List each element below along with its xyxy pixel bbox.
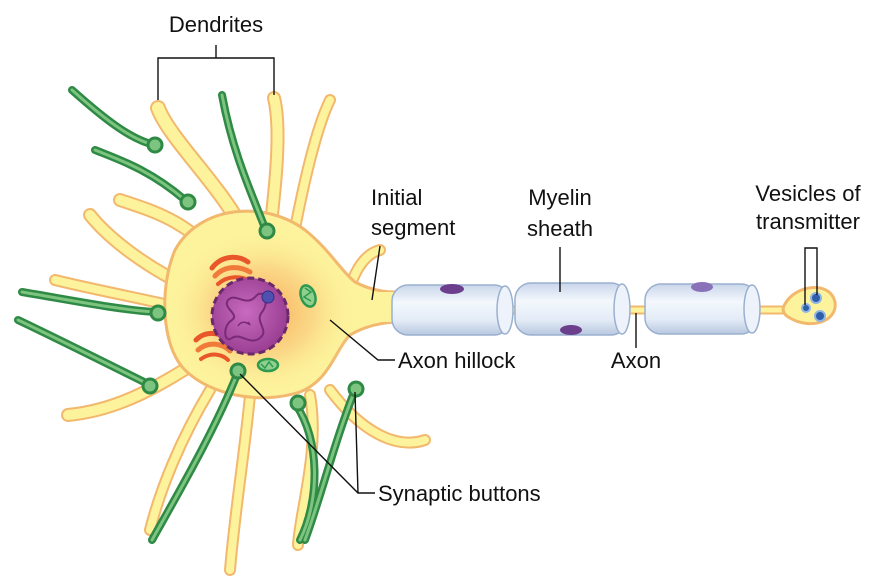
label-synaptic-buttons: Synaptic buttons bbox=[378, 481, 541, 506]
label-vesicles-2: transmitter bbox=[756, 209, 860, 234]
synaptic-knob-3 bbox=[260, 224, 274, 238]
schwann-nucleus-1 bbox=[440, 284, 464, 294]
label-axon-hillock: Axon hillock bbox=[398, 348, 516, 373]
synaptic-knob-4 bbox=[151, 306, 165, 320]
myelin-segment-2 bbox=[515, 283, 630, 335]
synaptic-knob-7 bbox=[291, 396, 305, 410]
label-initial-segment-1: Initial bbox=[371, 185, 422, 210]
myelin-segment-1 bbox=[392, 284, 513, 335]
schwann-nucleus-3 bbox=[691, 282, 713, 292]
dendrites-bracket bbox=[158, 45, 274, 100]
label-myelin-2: sheath bbox=[527, 216, 593, 241]
schwann-nucleus-2 bbox=[560, 325, 582, 335]
label-vesicles-1: Vesicles of bbox=[755, 181, 861, 206]
synaptic-knob-5 bbox=[143, 379, 157, 393]
myelin-segment-3 bbox=[645, 282, 760, 334]
nucleolus bbox=[262, 291, 274, 303]
mitochondrion-lower bbox=[258, 359, 278, 371]
synaptic-knob-8 bbox=[349, 382, 363, 396]
axon-terminal bbox=[783, 288, 835, 324]
synaptic-knob-2 bbox=[181, 195, 195, 209]
label-dendrites: Dendrites bbox=[169, 12, 263, 37]
label-myelin-1: Myelin bbox=[528, 185, 592, 210]
axon bbox=[380, 282, 835, 335]
vesicle-3 bbox=[815, 311, 825, 321]
vesicle-2 bbox=[811, 293, 821, 303]
synaptic-knob-6 bbox=[231, 364, 245, 378]
label-initial-segment-2: segment bbox=[371, 215, 455, 240]
vesicle-1 bbox=[802, 304, 810, 312]
nucleus bbox=[212, 278, 288, 354]
label-axon: Axon bbox=[611, 348, 661, 373]
synaptic-knob-1 bbox=[148, 138, 162, 152]
